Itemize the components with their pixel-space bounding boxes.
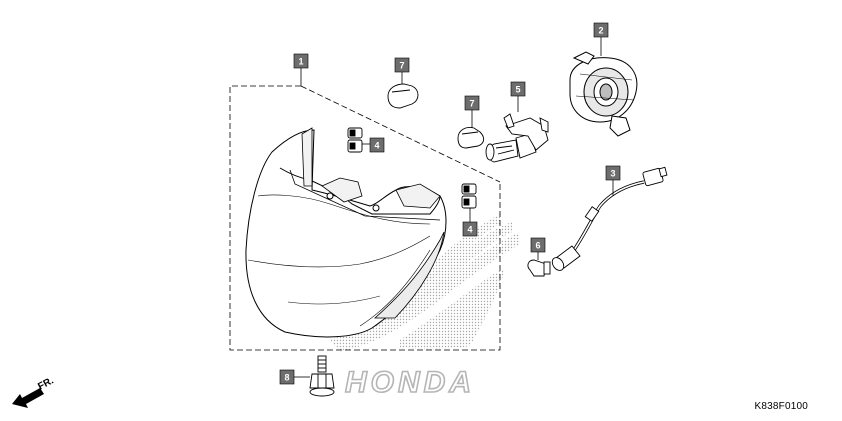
bulb-socket-part-2 — [569, 51, 638, 137]
clip-part-4-left — [347, 127, 363, 153]
front-direction-arrow-icon: FR. — [12, 375, 56, 408]
callout-4-left[interactable]: 4 — [362, 137, 385, 153]
callout-7-upper[interactable]: 7 — [394, 57, 410, 84]
bolt-part-8 — [309, 355, 335, 397]
svg-text:4: 4 — [374, 141, 379, 151]
position-bulb-part-6 — [527, 259, 551, 277]
callout-5[interactable]: 5 — [510, 81, 526, 112]
svg-text:5: 5 — [515, 85, 520, 95]
svg-text:8: 8 — [284, 373, 289, 383]
svg-text:2: 2 — [598, 26, 603, 36]
headlight-assembly — [245, 127, 447, 338]
honda-wordmark-watermark: HONDA — [345, 366, 475, 399]
callout-3[interactable]: 3 — [605, 165, 621, 196]
svg-text:3: 3 — [610, 169, 615, 179]
svg-text:FR.: FR. — [36, 375, 56, 392]
clip-part-7-lower — [457, 127, 485, 149]
svg-text:7: 7 — [469, 99, 474, 109]
callout-1[interactable]: 1 — [293, 53, 309, 86]
assembly-boundary — [229, 85, 501, 351]
clip-part-4-right — [461, 183, 477, 209]
callout-2[interactable]: 2 — [593, 22, 609, 56]
callout-8[interactable]: 8 — [279, 369, 310, 385]
svg-text:6: 6 — [535, 241, 540, 251]
callout-4-right[interactable]: 4 — [462, 208, 478, 237]
callout-7-lower[interactable]: 7 — [464, 95, 480, 128]
svg-text:1: 1 — [298, 57, 303, 67]
position-light-socket-part-3 — [551, 166, 668, 271]
svg-text:7: 7 — [399, 61, 404, 71]
svg-text:4: 4 — [467, 225, 472, 235]
clip-part-7-upper — [387, 83, 419, 109]
diagram-code: K838F0100 — [754, 401, 808, 412]
callout-6[interactable]: 6 — [530, 237, 546, 260]
headlight-bulb-part-5 — [485, 113, 549, 163]
